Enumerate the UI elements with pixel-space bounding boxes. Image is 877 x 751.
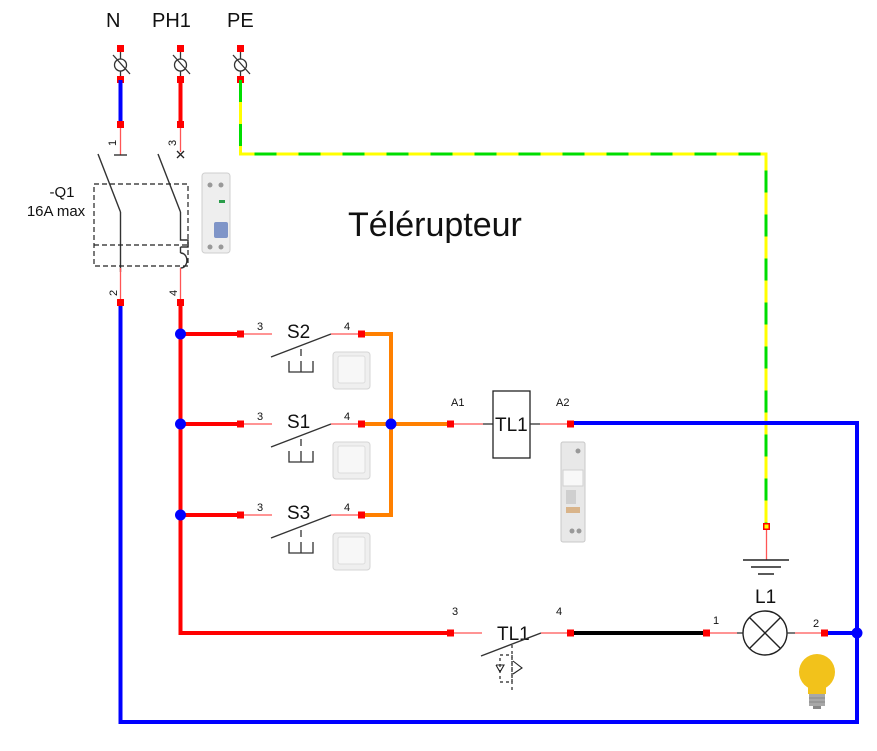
terminal (177, 299, 184, 306)
svg-text:4: 4 (344, 502, 350, 514)
supply-terminal-n (112, 45, 131, 83)
phase-bus-wire (178, 306, 450, 635)
supply-terminal-pe (232, 45, 251, 83)
breaker-terminal-4: 4 (168, 290, 180, 296)
junction-dot (851, 627, 863, 639)
circuit-breaker-q1: 1 3 2 4 (93, 128, 189, 302)
neutral-return-wire (118, 306, 859, 724)
terminal (177, 121, 184, 128)
svg-text:3: 3 (257, 411, 263, 423)
earth-label: PE (227, 10, 254, 32)
lamp-ref: L1 (755, 587, 776, 608)
switch-ref: S1 (287, 412, 310, 433)
breaker-terminal-2: 2 (108, 290, 120, 296)
push-button-device-icon (332, 351, 371, 390)
diagram-title: Télérupteur (348, 206, 522, 244)
relay-contact-tl1: 3 TL1 4 (447, 606, 574, 692)
svg-text:A2: A2 (556, 397, 569, 409)
push-button-s1: 3 S1 4 (237, 411, 365, 463)
svg-text:2: 2 (813, 618, 819, 630)
svg-text:3: 3 (257, 502, 263, 514)
junction-dot (175, 328, 186, 340)
svg-text:4: 4 (344, 321, 350, 333)
light-bulb-icon (799, 654, 835, 709)
phase-label: PH1 (152, 10, 191, 32)
supply-terminal-ph1 (172, 45, 191, 83)
earth-ground-icon (743, 559, 789, 575)
relay-device-icon (560, 441, 586, 543)
earth-wire (239, 80, 768, 526)
terminal (117, 121, 124, 128)
relay-contact-ref: TL1 (497, 624, 530, 645)
breaker-rating: 16A max (27, 203, 86, 220)
relay-coil-ref: TL1 (495, 415, 528, 436)
breaker-device-icon (201, 172, 231, 254)
breaker-terminal-1: 1 (107, 140, 119, 146)
breaker-ref: -Q1 (49, 184, 74, 201)
terminal (117, 299, 124, 306)
neutral-label: N (106, 10, 120, 32)
push-button-s3: 3 S3 4 (237, 502, 365, 554)
push-button-s2: 3 S2 4 (237, 321, 365, 373)
svg-text:1: 1 (713, 615, 719, 627)
svg-text:A1: A1 (451, 397, 464, 409)
lamp-l1: 1 2 L1 (703, 587, 828, 656)
switch-ref: S2 (287, 322, 310, 343)
svg-text:3: 3 (257, 321, 263, 333)
svg-text:4: 4 (344, 411, 350, 423)
svg-text:4: 4 (556, 606, 562, 618)
push-button-device-icon (332, 532, 371, 571)
relay-coil-tl1: A1 TL1 A2 (447, 390, 574, 459)
svg-text:3: 3 (452, 606, 458, 618)
junction-dot (385, 418, 397, 430)
switch-ref: S3 (287, 503, 310, 524)
breaker-terminal-3: 3 (167, 140, 179, 146)
junction-dot (175, 509, 186, 521)
junction-dot (175, 418, 186, 430)
push-button-device-icon (332, 441, 371, 480)
